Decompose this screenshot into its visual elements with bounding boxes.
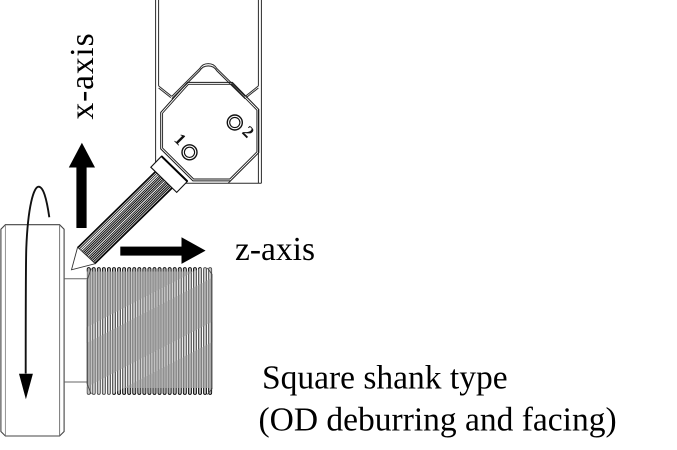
- svg-text:z-axis: z-axis: [235, 231, 315, 268]
- svg-text:(OD deburring and facing): (OD deburring and facing): [259, 402, 617, 439]
- svg-text:x-axis: x-axis: [64, 33, 101, 120]
- svg-text:Square shank type: Square shank type: [262, 360, 508, 397]
